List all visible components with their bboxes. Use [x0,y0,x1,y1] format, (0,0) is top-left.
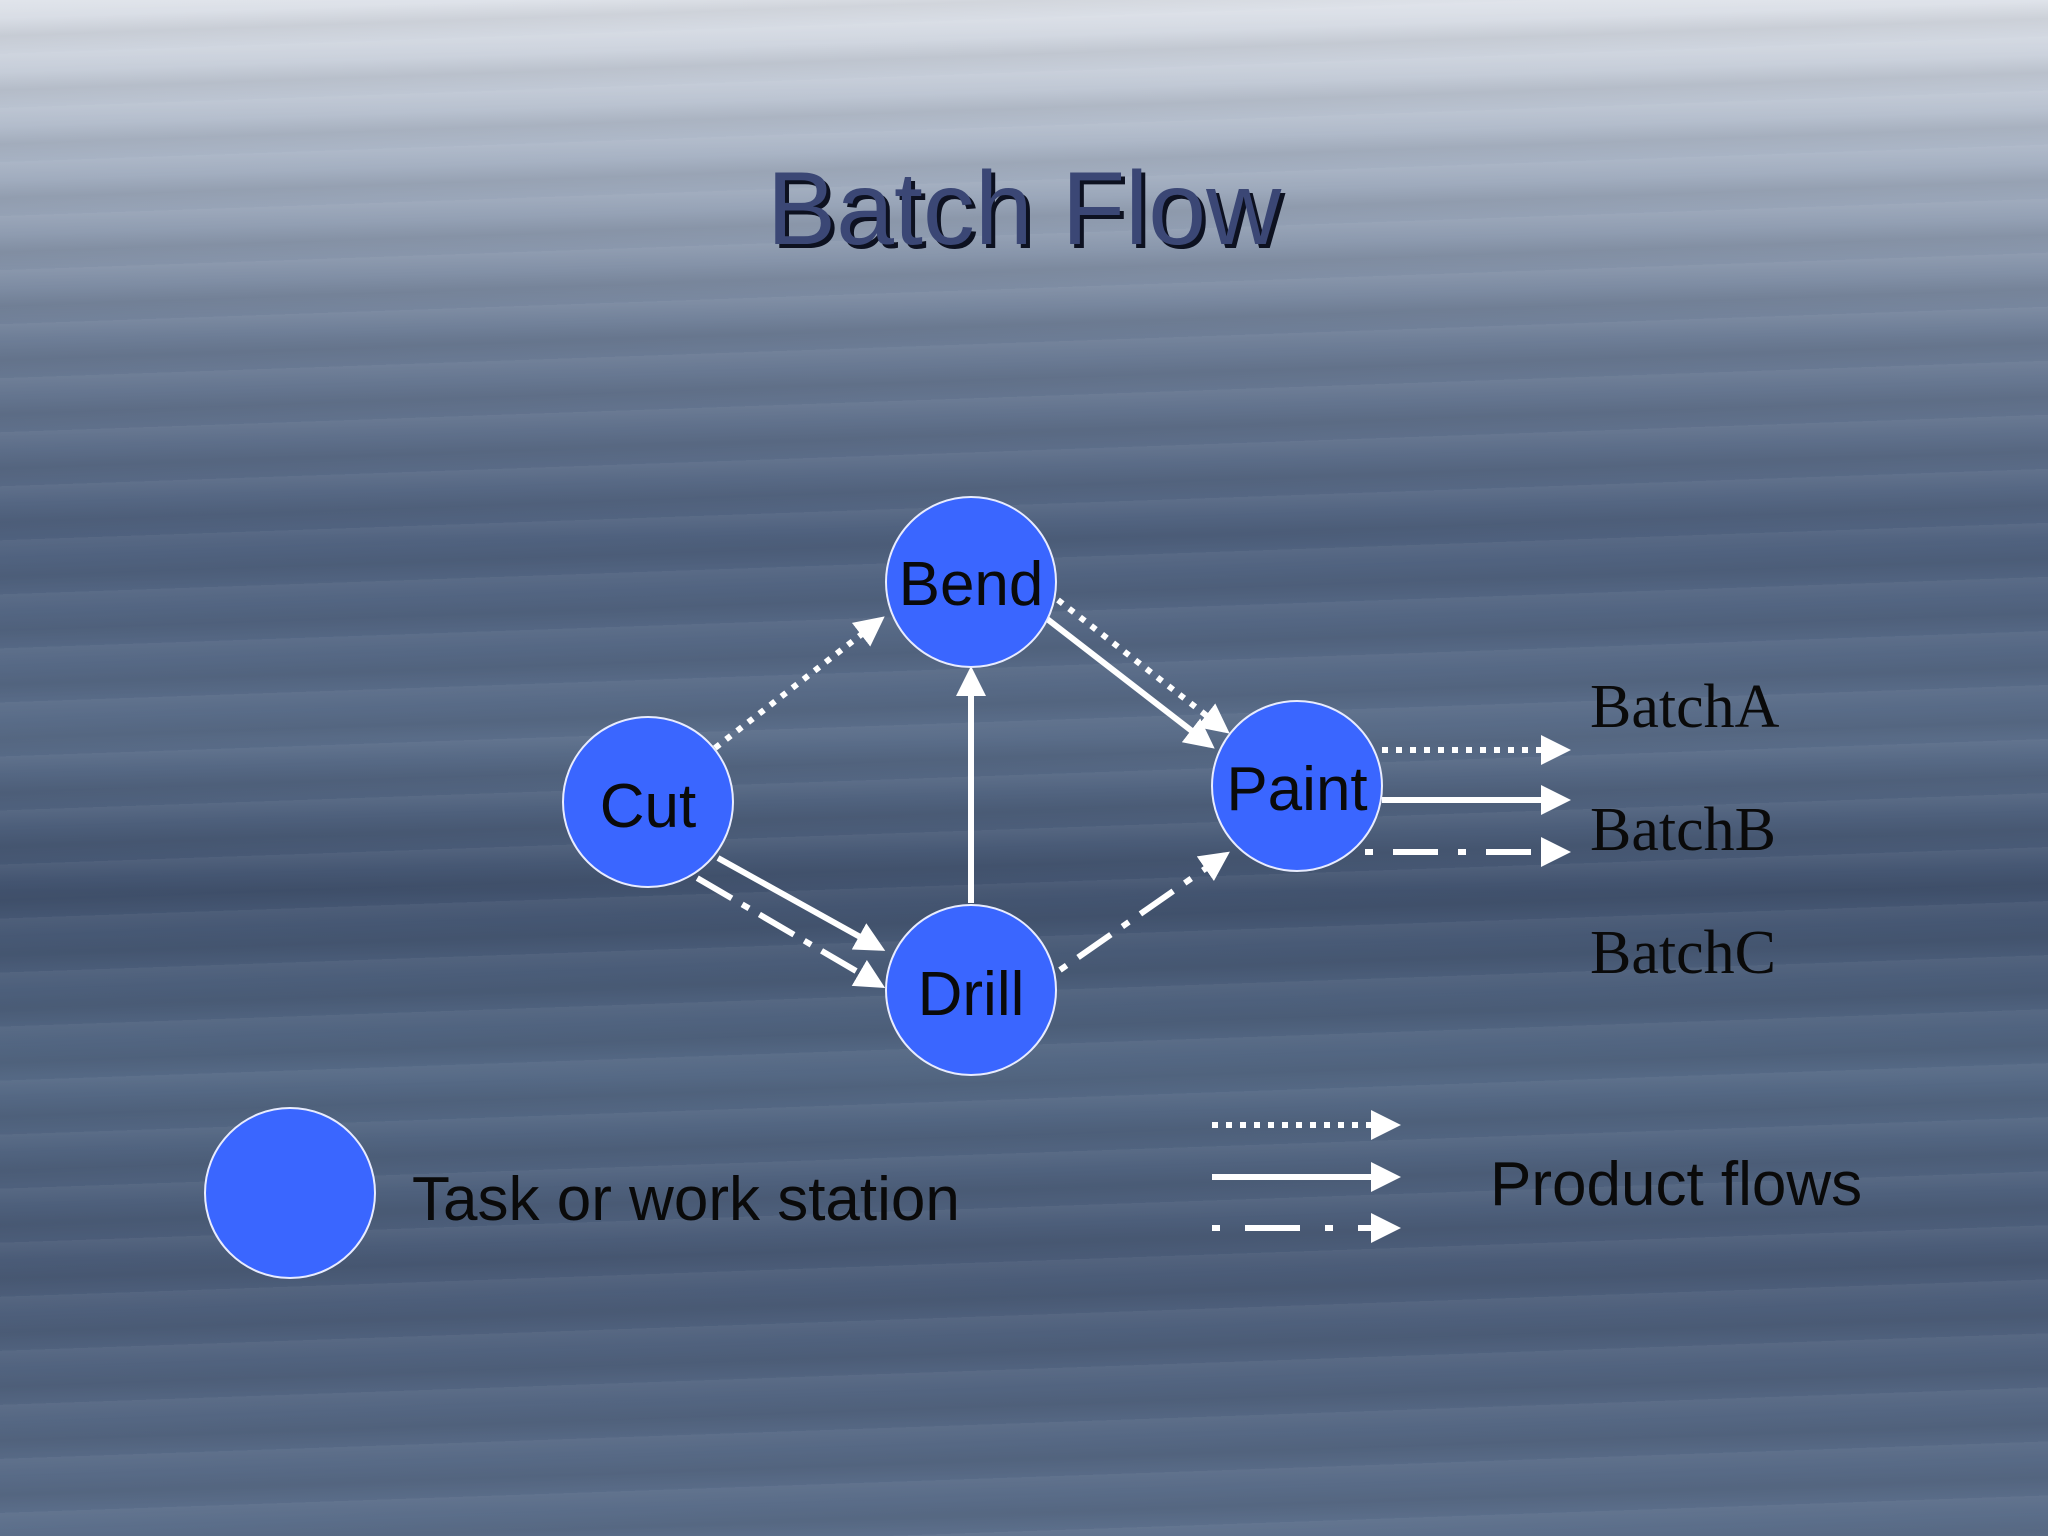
node-paint-circle [1211,700,1383,872]
batch-a-label: BatchA [1590,673,1780,741]
flow-cut-drill-dashdot [678,865,886,989]
legend-flows-label: Product flows [1490,1150,1862,1219]
flow-bend-paint-dotted [1056,597,1230,734]
node-drill-label: Drill [918,960,1025,1029]
slide-title: Batch Flow [766,151,1282,267]
legend-station-label: Task or work station [412,1165,960,1234]
flow-bend-paint-solid [1040,612,1215,749]
batch-c-label: BatchC [1590,919,1776,987]
node-drill-circle [885,904,1057,1076]
node-bend-label: Bend [899,550,1044,619]
flow-cut-bend-dotted [713,616,885,751]
flow-drill-paint-dashdot [1058,851,1230,973]
node-cut-circle [562,716,734,888]
node-paint-label: Paint [1226,755,1367,824]
legend-station-circle [204,1107,376,1279]
node-bend-circle [885,496,1057,668]
flow-cut-drill-solid [716,855,886,951]
node-cut-label: Cut [600,772,696,841]
batch-b-label: BatchB [1590,796,1776,864]
